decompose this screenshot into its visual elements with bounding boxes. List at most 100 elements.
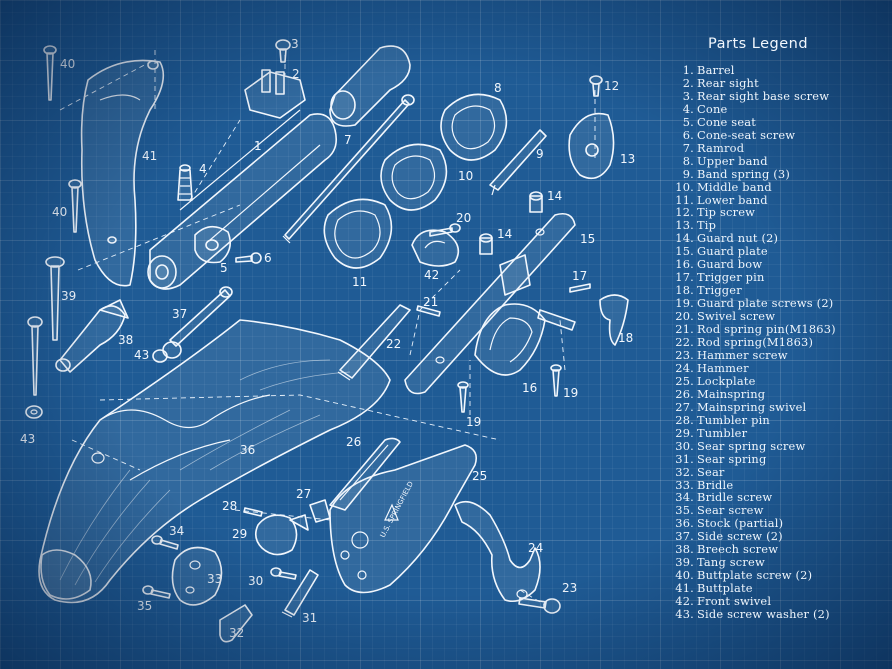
callout-40a: 40 (60, 57, 75, 71)
guard-plate-screw-right (550, 364, 562, 397)
legend-item: 18.Trigger (668, 284, 878, 297)
side-screw-left (25, 316, 43, 419)
legend-item-label: Trigger pin (697, 270, 765, 285)
callout-34: 34 (169, 524, 184, 538)
legend-item-label: Upper band (697, 153, 768, 168)
legend-item-number: 3. (682, 88, 694, 103)
legend-item: 12.Tip screw (668, 206, 878, 219)
legend-item-label: Lower band (697, 192, 768, 207)
legend-item-number: 4. (682, 101, 694, 116)
legend-item-label: Trigger (697, 283, 742, 298)
legend-item-number: 24. (675, 360, 694, 375)
legend-item: 6.Cone-seat screw (668, 127, 878, 142)
tip (568, 112, 615, 180)
legend-item-label: Tang screw (697, 555, 765, 570)
legend-item-number: 16. (675, 257, 694, 272)
cone-seat-screw (235, 252, 262, 264)
legend-item-label: Side screw (2) (697, 529, 783, 544)
callout-19b: 19 (563, 386, 578, 400)
legend-item-number: 29. (675, 425, 694, 440)
legend-item-label: Hammer (697, 360, 749, 375)
legend-item-number: 21. (675, 322, 694, 337)
legend-item: 24.Hammer (668, 360, 878, 375)
legend-item: 37.Side screw (2) (668, 530, 878, 543)
legend-item-label: Tip (697, 218, 717, 233)
legend-item-label: Guard plate screws (2) (697, 296, 834, 311)
legend-item: 9.Band spring (3) (668, 167, 878, 181)
legend-item-label: Tumbler (697, 425, 748, 440)
middle-band (380, 143, 448, 211)
legend-item-number: 1. (682, 63, 694, 77)
callout-19a: 19 (466, 415, 481, 429)
legend-item: 41.Buttplate (668, 582, 878, 595)
callout-29: 29 (232, 527, 247, 541)
legend-item: 7.Ramrod (668, 140, 878, 155)
legend-item: 31.Sear spring (668, 451, 878, 466)
callout-15: 15 (580, 232, 595, 246)
callout-7: 7 (344, 133, 352, 147)
callout-21: 21 (423, 295, 438, 309)
legend-item-number: 20. (675, 309, 694, 324)
legend-item: 5.Cone seat (668, 114, 878, 129)
legend-item-number: 8. (682, 153, 694, 168)
cone-seat (194, 225, 231, 264)
legend-item-number: 32. (675, 464, 694, 479)
legend-item-label: Guard bow (697, 257, 763, 272)
legend-item: 40.Buttplate screw (2) (668, 569, 878, 582)
callout-30: 30 (248, 574, 263, 588)
legend-item-number: 33. (675, 477, 694, 492)
legend-item-number: 11. (675, 192, 694, 207)
legend-item-label: Sear screw (697, 503, 764, 518)
callout-13: 13 (620, 152, 635, 166)
callout-22: 22 (386, 337, 401, 351)
guard-nut-lower (479, 233, 493, 255)
legend-item: 11.Lower band (668, 192, 878, 207)
callout-16: 16 (522, 381, 537, 395)
callout-20: 20 (456, 211, 471, 225)
legend-item-label: Guard nut (2) (697, 231, 779, 246)
callout-18: 18 (618, 331, 633, 345)
legend-item-number: 27. (675, 399, 694, 414)
legend-item-label: Lockplate (697, 373, 756, 388)
callout-42: 42 (424, 268, 439, 282)
legend-item-number: 6. (682, 127, 694, 142)
legend-item-number: 26. (675, 386, 694, 401)
legend-item: 43.Side screw washer (2) (668, 608, 878, 621)
legend-item-label: Cone (697, 101, 728, 116)
legend-item: 25.Lockplate (668, 373, 878, 388)
callout-27: 27 (296, 487, 311, 501)
legend-item-number: 15. (675, 244, 694, 259)
callout-40b: 40 (52, 205, 67, 219)
callout-24: 24 (528, 541, 543, 555)
callout-1: 1 (254, 139, 262, 153)
legend-item-number: 42. (675, 594, 694, 609)
callout-43a: 43 (134, 348, 149, 362)
legend-item-label: Side screw washer (2) (697, 607, 830, 622)
legend-item: 33.Bridle (668, 477, 878, 492)
legend-item-number: 7. (682, 140, 694, 155)
lockplate (329, 444, 478, 594)
legend-item-number: 31. (675, 451, 694, 466)
legend-item-label: Buttplate (697, 581, 753, 596)
front-swivel (411, 229, 460, 267)
callout-3: 3 (291, 37, 299, 51)
legend-item-label: Mainspring swivel (697, 399, 807, 414)
sear-screw (142, 585, 171, 599)
legend-item-label: Cone seat (697, 114, 757, 129)
legend-item-number: 25. (675, 373, 694, 388)
legend-item-number: 40. (675, 568, 694, 583)
legend-item: 30.Sear spring screw (668, 439, 878, 453)
legend-item: 27.Mainspring swivel (668, 399, 878, 414)
legend-item: 38.Breech screw (668, 543, 878, 556)
legend-item-number: 13. (675, 218, 694, 233)
legend-item-label: Sear (697, 464, 725, 479)
legend-item-number: 41. (675, 581, 694, 596)
legend-item-number: 43. (675, 607, 694, 622)
callout-17: 17 (572, 269, 587, 283)
legend-item-label: Buttplate screw (2) (697, 568, 813, 583)
callout-23: 23 (562, 581, 577, 595)
legend-item: 14.Guard nut (2) (668, 232, 878, 245)
callout-31: 31 (302, 611, 317, 625)
legend-item: 4.Cone (668, 101, 878, 116)
